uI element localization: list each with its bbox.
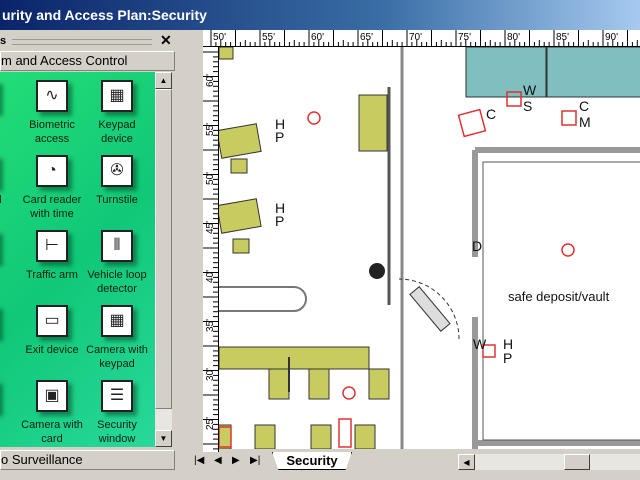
stencil-shape-label: Traffic arm bbox=[26, 269, 78, 281]
first-sheet-button[interactable]: |◀ bbox=[194, 455, 205, 466]
stencil-shape[interactable]: ▯s bbox=[0, 80, 18, 132]
ruler-label: 65' bbox=[360, 32, 373, 43]
scroll-thumb[interactable] bbox=[155, 89, 172, 409]
stencil-shape-label: Camera with keypad bbox=[86, 344, 148, 370]
ruler-label: 70' bbox=[409, 32, 422, 43]
stencil-shape-label: s bbox=[0, 118, 18, 132]
stencil-shape[interactable]: ▦ Keypad device bbox=[82, 80, 152, 146]
stencil-shape[interactable]: ▦ Camera with keypad bbox=[82, 305, 152, 371]
ruler-label: 50' bbox=[213, 32, 226, 43]
turnstile-icon: ✇ bbox=[101, 155, 133, 187]
ruler-label: 85' bbox=[556, 32, 569, 43]
ruler-label: 60' bbox=[311, 32, 324, 43]
label-s: S bbox=[523, 98, 532, 114]
ruler-label: 80' bbox=[507, 32, 520, 43]
stencil-shape[interactable]: ⊢ Traffic arm bbox=[17, 230, 87, 282]
ruler-label: 55' bbox=[262, 32, 275, 43]
stencil-shape-label: Biometric access bbox=[29, 119, 75, 145]
label-h3: H bbox=[503, 336, 513, 352]
tab-security[interactable]: Security bbox=[272, 452, 352, 470]
camera-card-icon: ▣ bbox=[36, 380, 68, 412]
stencil-shape[interactable]: ▤der pad bbox=[0, 155, 18, 207]
label-p2: P bbox=[275, 213, 284, 229]
stencil-category-video-surveillance[interactable]: o Surveillance bbox=[0, 450, 175, 470]
ruler-label: 55' bbox=[205, 123, 216, 136]
ruler-label: 75' bbox=[458, 32, 471, 43]
stencil-shape-label: Card reader with time bbox=[22, 194, 82, 220]
ruler-label: 45' bbox=[205, 221, 216, 234]
horizontal-ruler: 50' 55' 60' 65' 70' 75' 80' 85' 90' bbox=[203, 30, 640, 47]
scroll-down-button[interactable]: ▼ bbox=[155, 430, 172, 447]
stencil-shape[interactable]: ∿ Biometric access bbox=[17, 80, 87, 146]
stencil-shape-label: nic bbox=[0, 343, 18, 357]
shapes-panel-header: s ✕ bbox=[0, 32, 178, 50]
ruler-label: 90' bbox=[605, 32, 618, 43]
label-h1: H bbox=[275, 116, 285, 132]
ruler-label: 35' bbox=[205, 319, 216, 332]
panel-grip[interactable] bbox=[12, 39, 152, 45]
stencil-shape-label: Turnstile bbox=[96, 194, 138, 206]
stencil-shape[interactable]: ☰ Security window bbox=[82, 380, 152, 446]
security-window-icon: ☰ bbox=[101, 380, 133, 412]
stencil-shape-label: der pad bbox=[0, 193, 18, 207]
ruler-label: 50' bbox=[205, 172, 216, 185]
shapes-panel: s ✕ m and Access Control ▯s ∿ Biometric ac… bbox=[0, 30, 183, 480]
traffic-arm-icon: ⊢ bbox=[36, 230, 68, 262]
card-reader-time-icon: ◔ bbox=[36, 155, 68, 187]
scroll-up-button[interactable]: ▲ bbox=[155, 72, 172, 89]
next-sheet-button[interactable]: ▶ bbox=[232, 455, 240, 466]
stencil-shape[interactable]: ◉ra bbox=[0, 380, 18, 432]
ruler-label: 30' bbox=[205, 368, 216, 381]
label-h2: H bbox=[275, 200, 285, 216]
stencil-shape[interactable]: ▣ Camera with card bbox=[17, 380, 87, 446]
stencil-shape[interactable]: ▯nic bbox=[0, 305, 18, 357]
close-icon[interactable]: ✕ bbox=[160, 32, 172, 48]
label-c: C bbox=[579, 98, 589, 114]
scroll-left-button[interactable]: ◀ bbox=[458, 454, 475, 470]
stencil-shape-label: Exit device bbox=[25, 344, 79, 356]
label-d: D bbox=[472, 238, 482, 254]
stencil-shape-label: Keypad device bbox=[98, 119, 136, 145]
stencil-shape-label: Vehicle loop detector bbox=[87, 269, 147, 295]
stencil-shape-label: Camera with card bbox=[21, 419, 83, 445]
horizontal-scroll-thumb[interactable] bbox=[564, 454, 590, 470]
stencil-scrollbar[interactable]: ▲ ▼ bbox=[155, 72, 172, 447]
label-w2: W bbox=[473, 336, 487, 352]
biometric-icon: ∿ bbox=[36, 80, 68, 112]
label-c2: C bbox=[486, 106, 496, 122]
drawing-canvas[interactable]: H P H P W S C C M D W H P safe deposit/v… bbox=[219, 47, 640, 449]
label-m: M bbox=[579, 114, 591, 130]
vault-label: safe deposit/vault bbox=[508, 289, 610, 304]
ruler-label: 25' bbox=[205, 417, 216, 430]
stencil-shape[interactable]: ✇ Turnstile bbox=[82, 155, 152, 207]
prev-sheet-button[interactable]: ◀ bbox=[214, 455, 222, 466]
shapes-panel-title: s bbox=[0, 35, 7, 47]
stencil-shape[interactable]: ▭ Exit device bbox=[17, 305, 87, 357]
horizontal-scrollbar[interactable]: ◀ bbox=[458, 454, 640, 470]
stencil-shape[interactable]: ◔ Card reader with time bbox=[17, 155, 87, 221]
exit-device-icon: ▭ bbox=[36, 305, 68, 337]
stencil-shape-label: ing bbox=[0, 268, 18, 282]
sheet-tab-bar: |◀ ◀ ▶ ▶| Security ◀ bbox=[186, 452, 640, 472]
ruler-label: 40' bbox=[205, 270, 216, 283]
label-p1: P bbox=[275, 129, 284, 145]
label-p3: P bbox=[503, 350, 512, 366]
stencil-shape[interactable]: ▯ing bbox=[0, 230, 18, 282]
label-w: W bbox=[523, 82, 537, 98]
stencil-category-access-control[interactable]: m and Access Control bbox=[0, 51, 175, 71]
stencil-shapes-area: ▯s ∿ Biometric access ▦ Keypad device ▤der pa… bbox=[0, 72, 155, 447]
vehicle-loop-icon: ⫴ bbox=[101, 230, 133, 262]
camera-keypad-icon: ▦ bbox=[101, 305, 133, 337]
title-bar: urity and Access Plan:Security bbox=[0, 0, 640, 30]
last-sheet-button[interactable]: ▶| bbox=[250, 455, 261, 466]
ruler-label: 60' bbox=[205, 74, 216, 87]
keypad-icon: ▦ bbox=[101, 80, 133, 112]
stencil-shape-label: Security window bbox=[97, 419, 137, 445]
vertical-ruler: 60' 55' 50' 45' 40' 35' 30' 25' bbox=[203, 47, 219, 460]
stencil-shape-label: ra bbox=[0, 418, 18, 432]
stencil-shape[interactable]: ⫴ Vehicle loop detector bbox=[82, 230, 152, 296]
